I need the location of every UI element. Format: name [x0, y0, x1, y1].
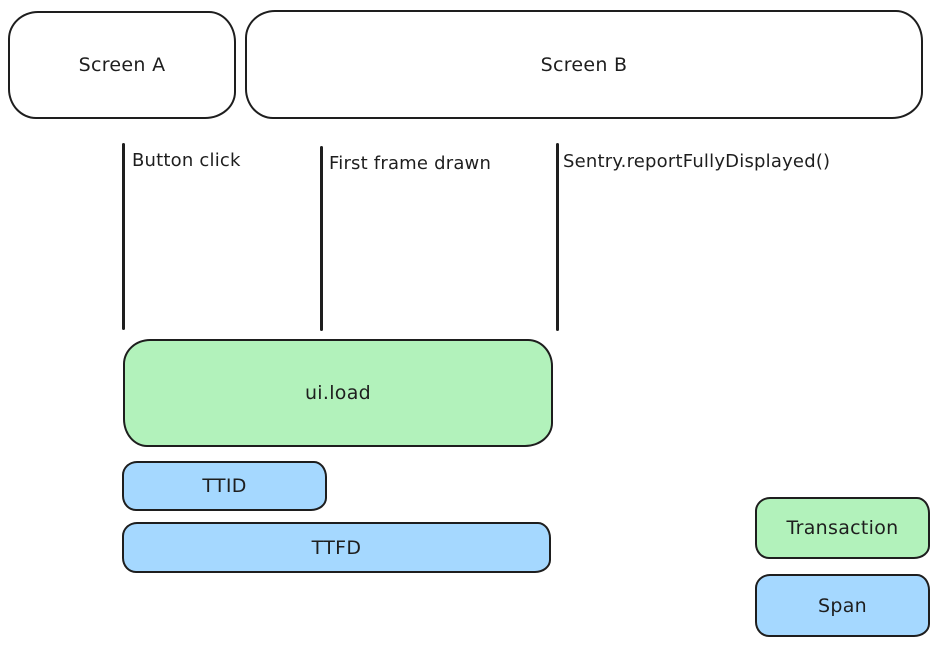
ttid-label: TTID	[202, 475, 247, 497]
ui-load-transaction-bar: ui.load	[123, 339, 553, 447]
legend-span-box: Span	[755, 574, 930, 637]
screen-b-box: Screen B	[245, 10, 923, 119]
first-frame-drawn-label: First frame drawn	[329, 153, 492, 174]
first-frame-drawn-marker-line	[320, 146, 323, 331]
screen-b-label: Screen B	[540, 53, 628, 76]
button-click-marker-line	[122, 143, 125, 330]
screen-a-label: Screen A	[78, 54, 166, 76]
ttid-span-bar: TTID	[122, 461, 327, 511]
ui-load-label: ui.load	[304, 382, 372, 404]
screen-a-box: Screen A	[8, 11, 236, 119]
legend-span-label: Span	[817, 594, 867, 617]
legend-transaction-box: Transaction	[755, 497, 930, 559]
report-fully-displayed-marker-line	[556, 143, 559, 331]
ttfd-label: TTFD	[311, 536, 362, 559]
legend-transaction-label: Transaction	[786, 517, 899, 539]
ttfd-span-bar: TTFD	[122, 522, 551, 573]
button-click-label: Button click	[132, 150, 241, 171]
report-fully-displayed-label: Sentry.reportFullyDisplayed()	[563, 151, 831, 172]
